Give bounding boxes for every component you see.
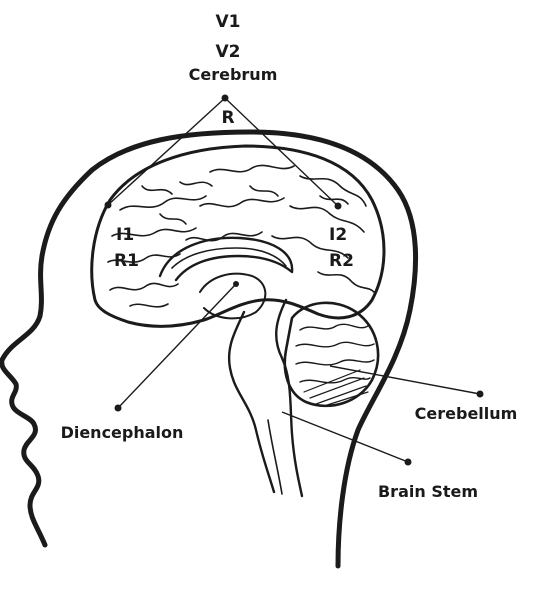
cerebrum-outline (90, 144, 386, 328)
brain-stem-shape-right (275, 298, 304, 498)
dot-i1 (104, 201, 112, 209)
dot-diencephalon (114, 404, 122, 412)
dot-i2 (334, 202, 342, 210)
corpus-callosum-inner (171, 247, 287, 269)
label-i1: I1 (116, 225, 134, 245)
cerebellum-shape (283, 301, 380, 408)
label-r1: R1 (114, 251, 139, 271)
label-i2: I2 (329, 225, 347, 245)
dot-brain-stem (404, 458, 412, 466)
label-cerebrum: Cerebrum (189, 65, 278, 84)
leader-r-left (107, 97, 226, 206)
leader-diencephalon (117, 283, 237, 409)
leader-lines (107, 97, 481, 463)
label-diencephalon: Diencephalon (61, 423, 184, 442)
corpus-callosum (158, 236, 294, 282)
leader-r-right (224, 97, 339, 207)
leader-brain-stem (281, 411, 409, 463)
leader-cerebellum (329, 365, 481, 395)
label-cerebellum: Cerebellum (415, 404, 518, 423)
label-r: R (221, 108, 234, 128)
dot-cerebellum (476, 390, 484, 398)
diencephalon-region (199, 272, 267, 320)
label-v1: V1 (216, 12, 241, 32)
cortical-folds (107, 164, 375, 308)
label-r2: R2 (329, 251, 354, 271)
label-brain-stem: Brain Stem (378, 482, 478, 501)
pointer-dots (104, 94, 484, 466)
spinal-cord-line (267, 419, 283, 495)
dot-diencephalon-target (233, 281, 239, 287)
head-outline (0, 129, 419, 569)
brain-stem-shape (227, 310, 276, 494)
dot-r-apex (221, 94, 229, 102)
label-v2: V2 (216, 42, 241, 62)
